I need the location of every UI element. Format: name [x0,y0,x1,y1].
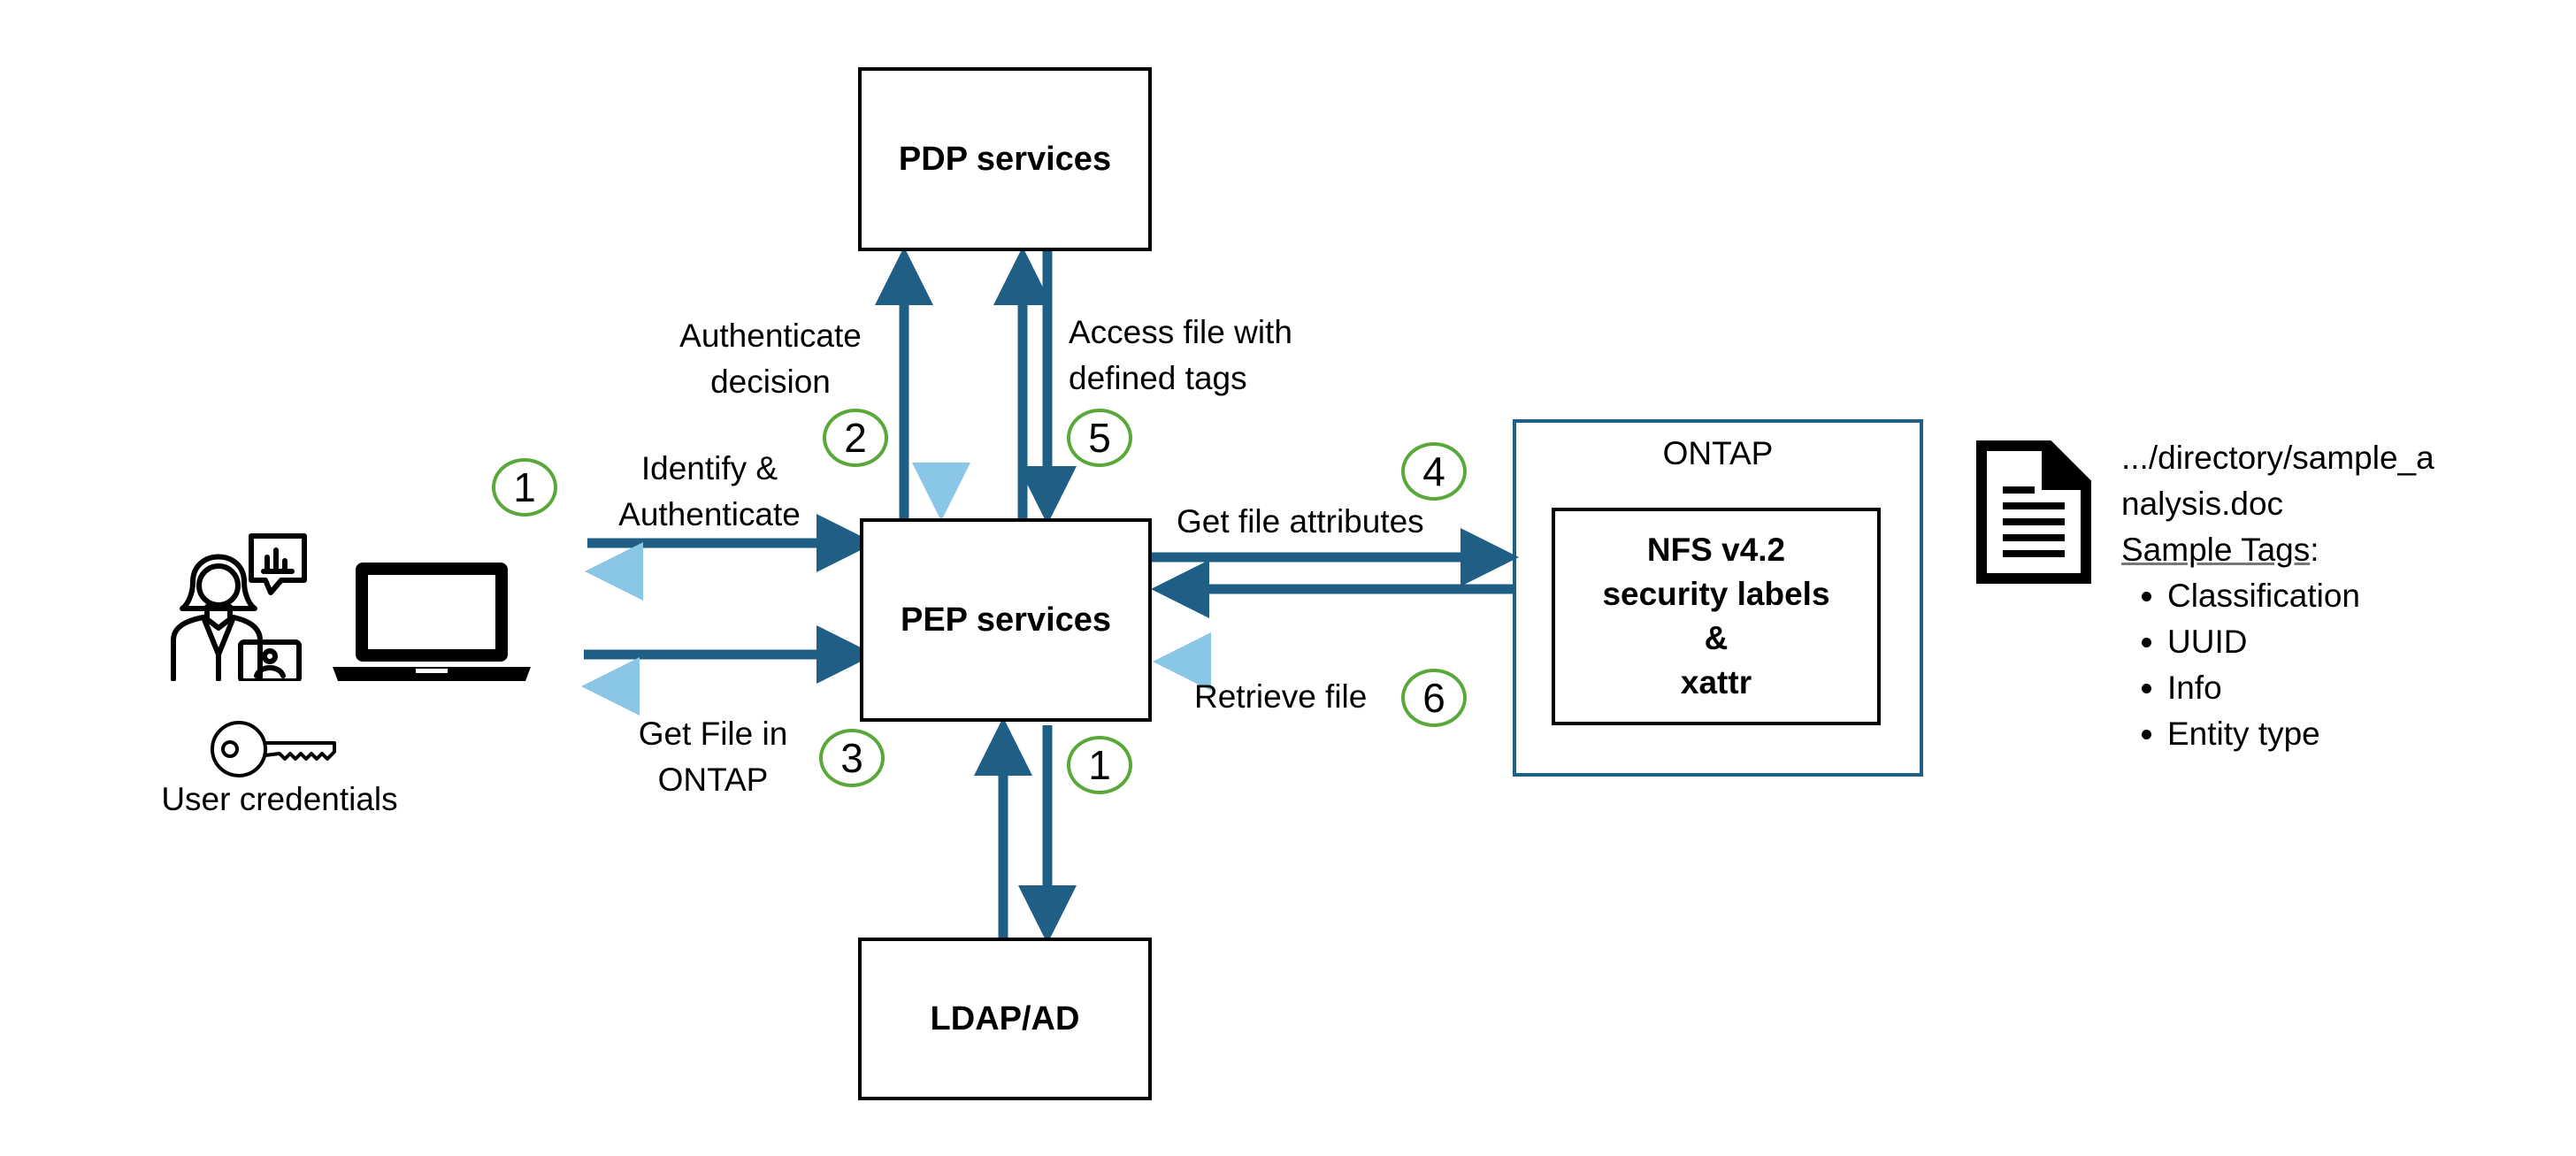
pdp-services-label: PDP services [898,140,1112,178]
access-file-label: Access file with defined tags [1069,310,1292,402]
get-file-line1: Get File in [638,716,788,752]
step-badge-authenticate: 2 [823,409,888,467]
authenticate-decision-label: Authenticate decision [655,313,886,405]
access-file-line1: Access file with [1069,314,1292,350]
identify-line2: Authenticate [618,496,801,532]
tag-item: Classification [2167,573,2434,619]
nfs-line-version: NFS v4.2 [1646,532,1786,568]
sample-tags-title: Sample Tags [2121,532,2311,568]
file-path-line2: nalysis.doc [2121,486,2284,522]
document-icon [1976,440,2091,584]
get-file-line2: ONTAP [657,762,769,798]
nfs-line-xattr: xattr [1680,664,1752,700]
access-file-line2: defined tags [1069,360,1247,396]
step-badge-retrieve: 6 [1401,669,1467,727]
pep-services-box: PEP services [860,518,1152,722]
ldap-ad-label: LDAP/AD [930,999,1080,1037]
identify-line1: Identify & [640,450,778,486]
user-credentials-label: User credentials [161,781,398,817]
ldap-ad-box: LDAP/AD [858,938,1152,1100]
sample-tags-list: Classification UUID Info Entity type [2121,573,2434,757]
laptop-icon [333,563,531,681]
step-badge-user: 1 [492,458,557,517]
retrieve-file-label: Retrieve file [1194,678,1368,715]
sample-tags-heading: Sample Tags: [2121,527,2434,573]
get-file-label: Get File in ONTAP [616,711,810,803]
key-icon [211,721,336,777]
authenticate-decision-line2: decision [710,364,831,400]
sample-tags-colon: : [2310,532,2319,568]
pdp-services-box: PDP services [858,67,1152,251]
nfs-line-amp: & [1704,620,1729,656]
file-path-line1: .../directory/sample_a [2121,440,2434,476]
file-info-panel: .../directory/sample_a nalysis.doc Sampl… [2121,435,2434,757]
nfs-box: NFS v4.2 security labels & xattr [1552,508,1881,725]
tag-item: Info [2167,665,2434,711]
businesswoman-icon [171,533,307,681]
nfs-line-labels: security labels [1602,576,1830,612]
get-file-attributes-label: Get file attributes [1177,503,1424,540]
tag-item: UUID [2167,619,2434,665]
ontap-container: ONTAP NFS v4.2 security labels & xattr [1513,419,1923,777]
pep-services-label: PEP services [900,601,1112,639]
step-badge-access: 5 [1067,409,1132,467]
step-badge-ldap: 1 [1067,736,1132,794]
identify-authenticate-label: Identify & Authenticate [594,446,824,538]
authenticate-decision-line1: Authenticate [679,318,862,354]
step-badge-attributes: 4 [1401,442,1467,501]
ontap-title: ONTAP [1662,435,1774,471]
tag-item: Entity type [2167,711,2434,757]
step-badge-get-file: 3 [819,729,885,787]
